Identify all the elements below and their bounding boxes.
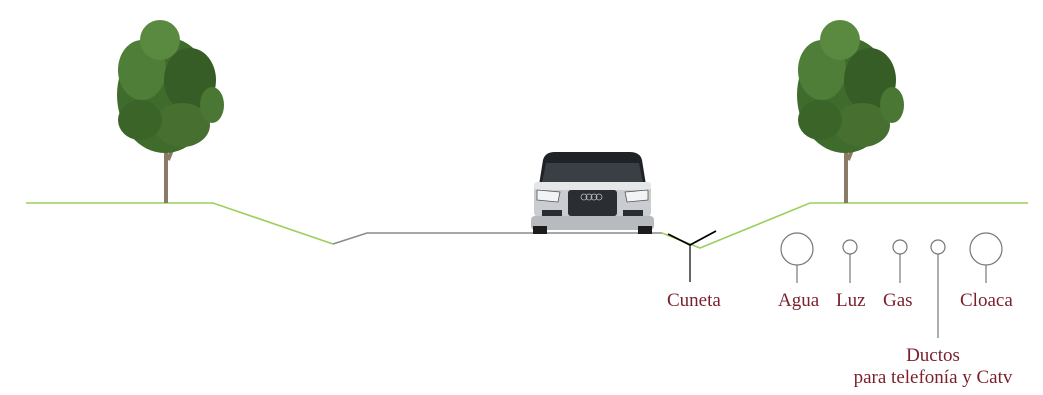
car-front-icon [531, 152, 654, 234]
luz-label: Luz [836, 290, 866, 311]
gas-pipe-icon [892, 239, 908, 283]
ductos-label-line2: para telefonía y Catv [853, 367, 1013, 388]
left-tree-icon [117, 20, 224, 203]
ground-profile-left [26, 202, 334, 245]
ductos-label: Ductos para telefonía y Catv [838, 345, 1028, 389]
road-surface [332, 232, 662, 245]
cuneta-marker [667, 230, 717, 282]
agua-label: Agua [778, 290, 820, 311]
cloaca-pipe-icon [969, 232, 1003, 283]
right-tree-icon [797, 20, 904, 203]
agua-pipe-icon [780, 232, 814, 283]
luz-pipe-icon [842, 239, 858, 283]
ductos-pipe-icon [930, 239, 946, 338]
cloaca-label: Cloaca [960, 290, 1013, 311]
gas-label: Gas [883, 290, 913, 311]
cuneta-label: Cuneta [667, 290, 721, 311]
ductos-label-line1: Ductos [906, 345, 960, 366]
